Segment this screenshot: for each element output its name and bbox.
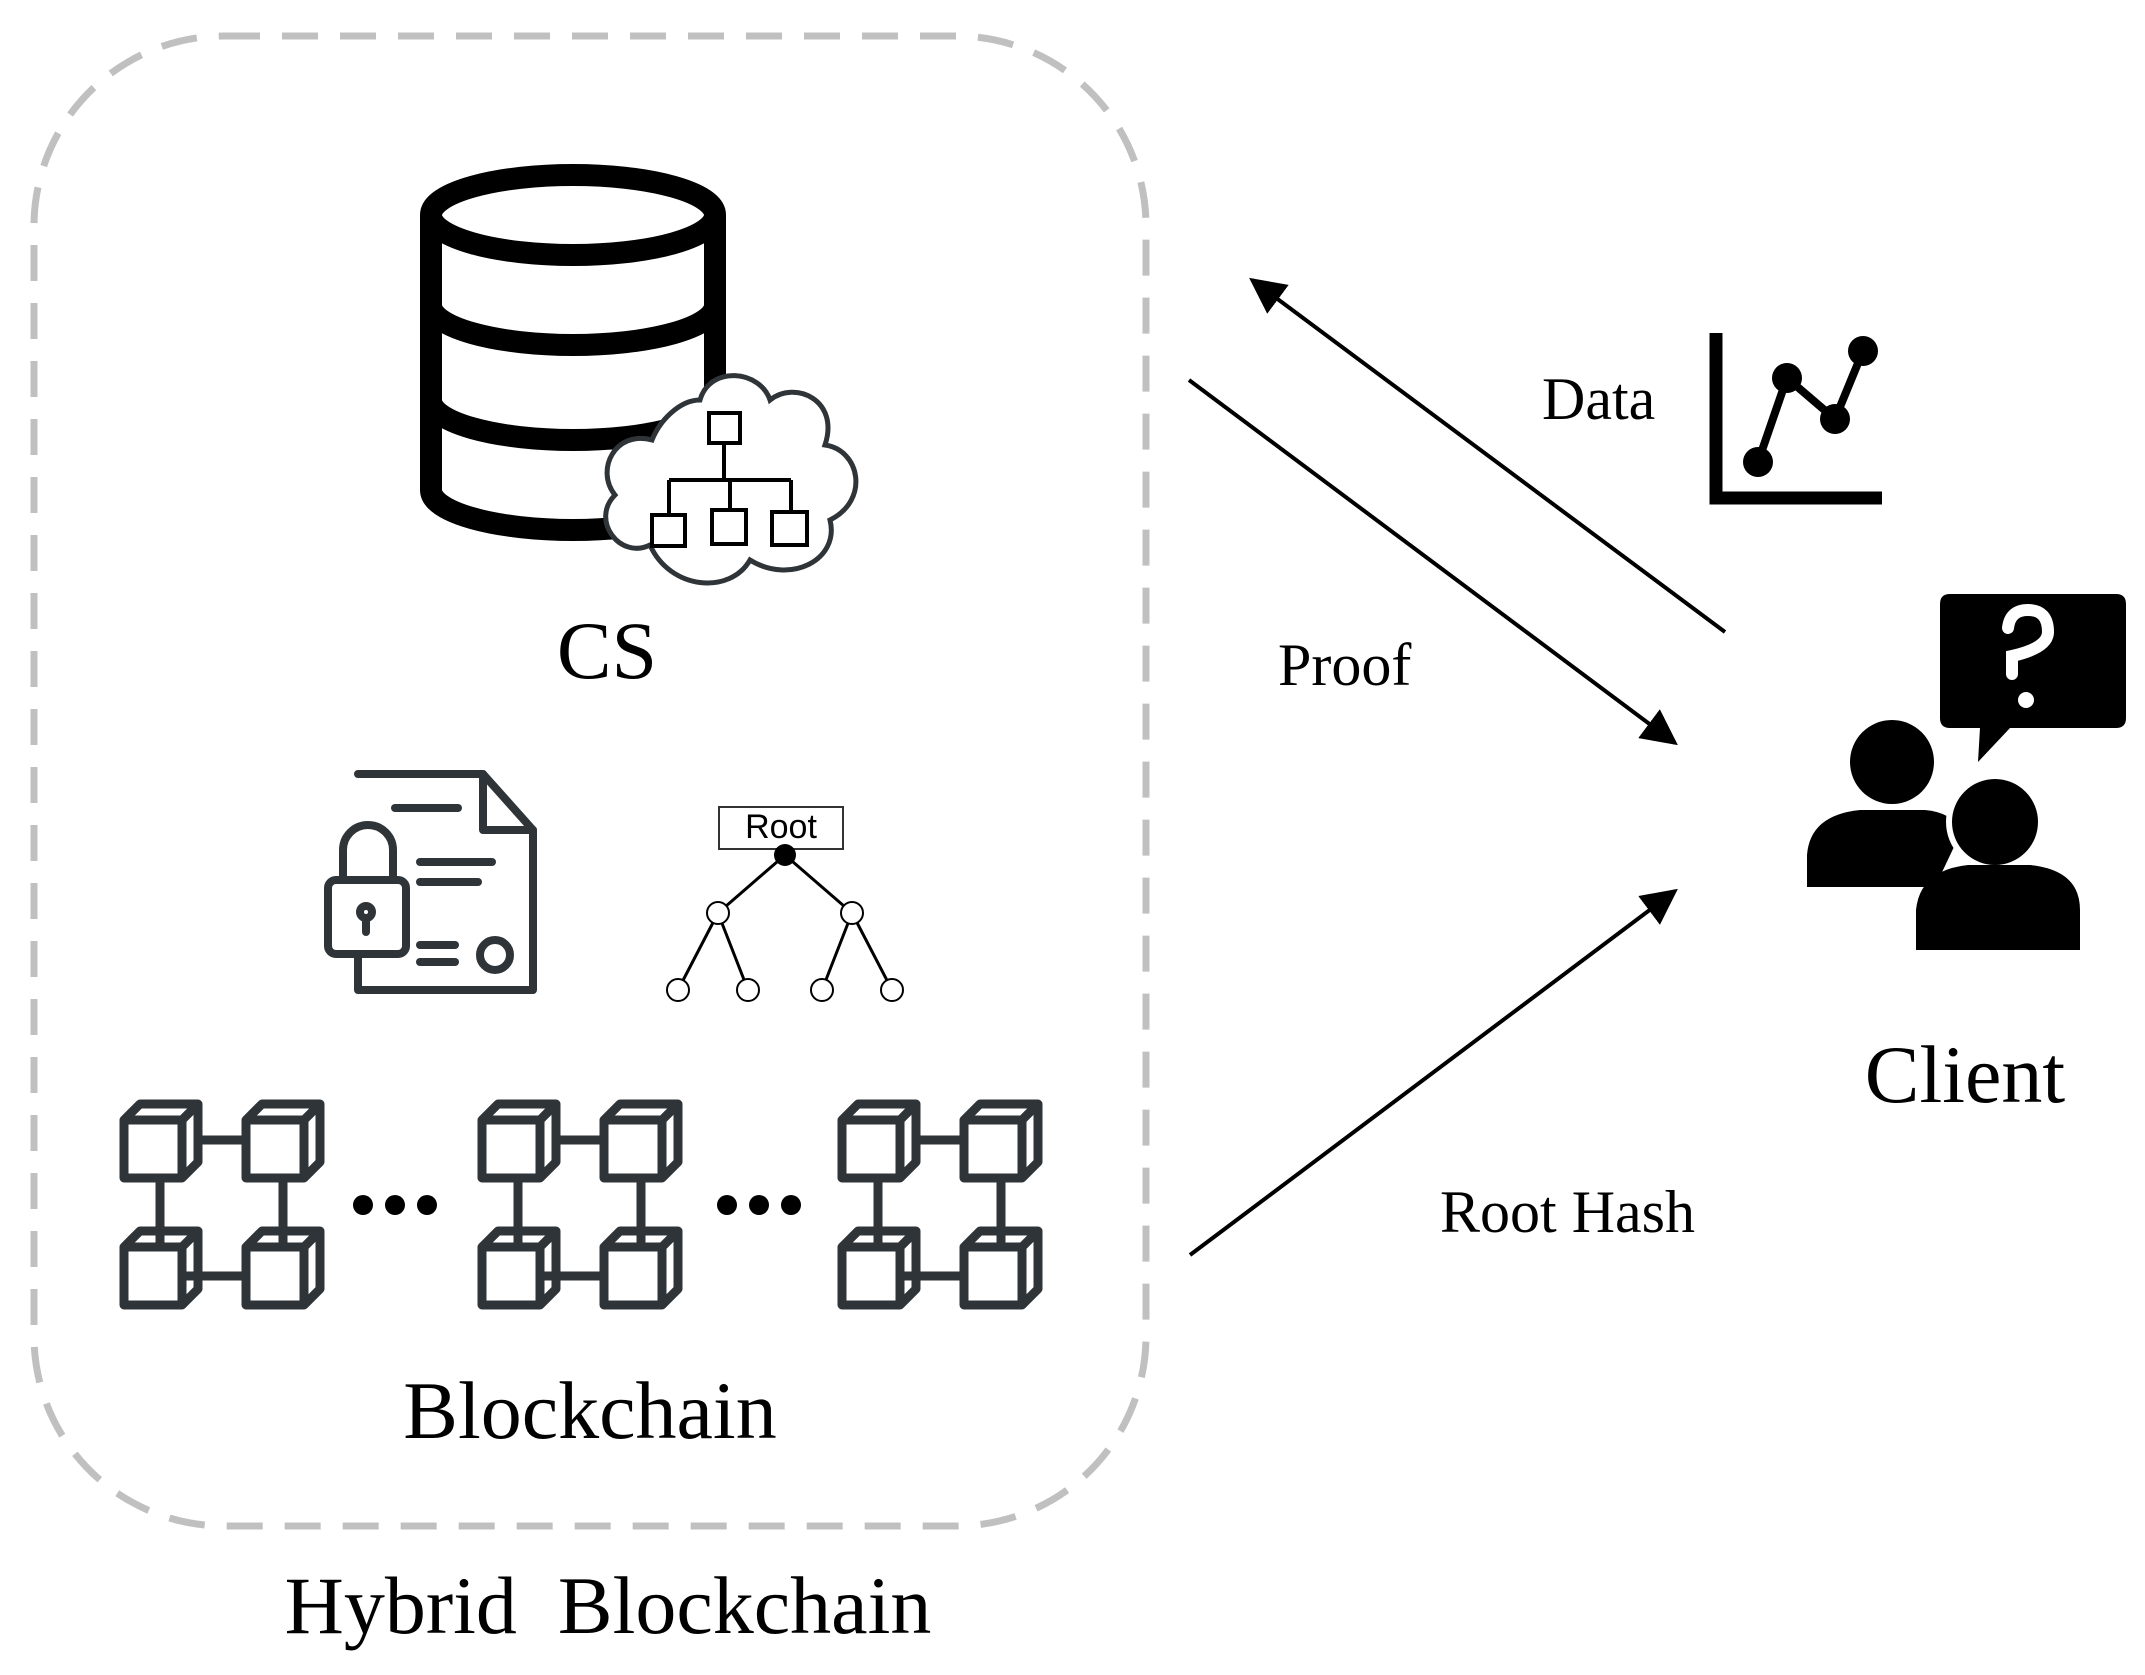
ellipsis-2 (717, 1195, 801, 1215)
edge-data-arrow (1249, 277, 1727, 634)
node-label-client: Client (1865, 1029, 2066, 1120)
group-title: Hybrid Blockchain (285, 1560, 932, 1651)
edge-label-root-hash: Root Hash (1440, 1179, 1695, 1245)
users-question-icon (1807, 594, 2126, 950)
node-label-blockchain: Blockchain (403, 1365, 776, 1456)
line-chart-icon (1709, 333, 1882, 505)
edge-label-data: Data (1542, 366, 1655, 432)
locked-document-icon (324, 770, 537, 994)
edge-root-hash-arrow (1188, 888, 1678, 1257)
edge-proof-arrow (1187, 378, 1678, 746)
block-group-2 (477, 1099, 683, 1310)
node-label-cs: CS (557, 605, 657, 696)
hybrid-blockchain-group (30, 32, 1150, 1530)
block-group-3 (837, 1099, 1043, 1310)
edge-label-proof: Proof (1278, 632, 1411, 698)
ellipsis-1 (353, 1195, 437, 1215)
merkle-tree-icon: Root (666, 806, 904, 1002)
database-cloud-network-icon (420, 164, 859, 586)
merkle-root-label: Root (745, 808, 817, 846)
blockchain-blocks-icon (119, 1099, 1043, 1310)
block-group-1 (119, 1099, 325, 1310)
